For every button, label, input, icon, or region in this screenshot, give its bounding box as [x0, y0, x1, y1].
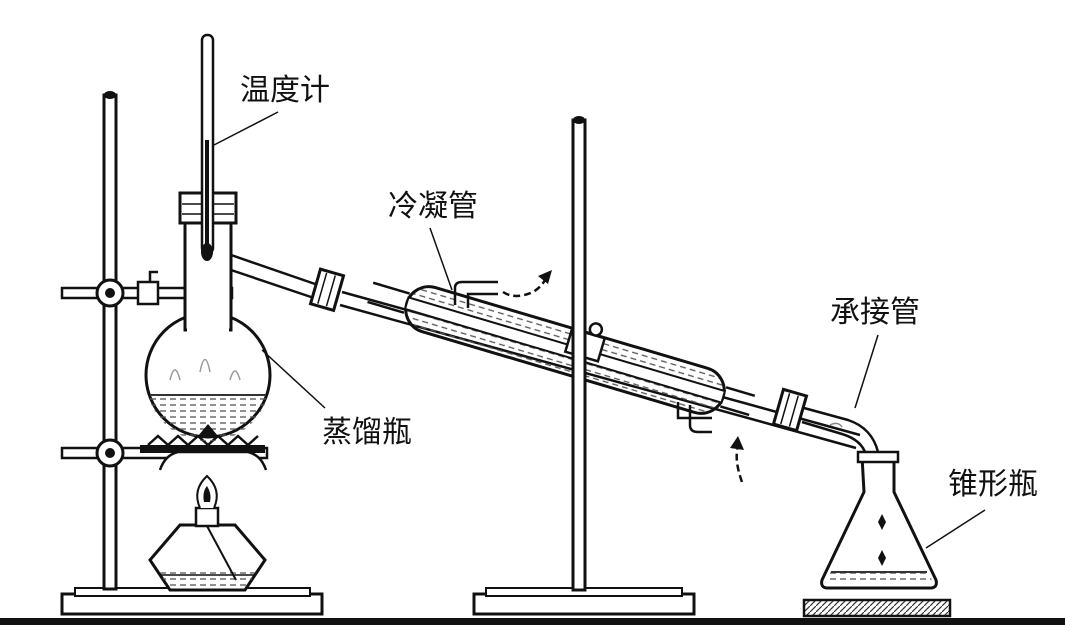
label-condenser: 冷凝管 [388, 189, 478, 224]
label-distillation-flask: 蒸馏瓶 [322, 415, 412, 450]
water-outlet [453, 270, 552, 308]
ring-support [60, 434, 269, 468]
alcohol-lamp [148, 450, 268, 592]
upper-clamp [60, 270, 234, 308]
receiving-flask [820, 450, 938, 590]
thermometer [200, 33, 215, 261]
leader-thermometer [213, 111, 279, 146]
condenser-jacket [367, 281, 756, 417]
leader-condenser [429, 227, 453, 291]
leader-lines [213, 111, 986, 549]
leader-receiver [925, 509, 986, 549]
leader-flask [261, 349, 326, 409]
label-adapter: 承接管 [830, 295, 920, 330]
condenser-inlet-stopper [308, 267, 346, 313]
middle-iron-stand [472, 116, 696, 616]
water-inlet [676, 402, 744, 483]
flask-base-pad [802, 598, 952, 618]
bench-surface [0, 618, 1065, 625]
leader-adapter [854, 334, 879, 409]
label-thermometer: 温度计 [240, 73, 330, 108]
distillation-flask [144, 208, 272, 442]
condenser-outlet-stopper [771, 387, 809, 433]
label-receiving-flask: 锥形瓶 [948, 467, 1038, 502]
